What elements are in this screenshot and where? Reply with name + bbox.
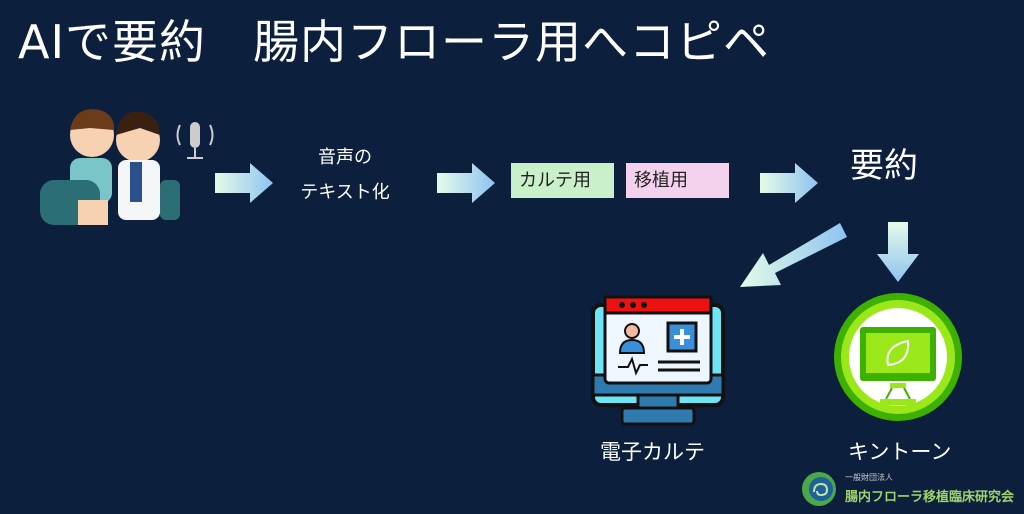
arrow-right-icon — [437, 163, 495, 203]
transplant-box: 移植用 — [626, 163, 729, 198]
transcription-line1: 音声の — [318, 147, 372, 168]
organization-logo-icon — [802, 472, 836, 506]
arrow-down-icon — [877, 222, 919, 282]
kintone-icon — [834, 293, 962, 421]
transcription-step: 音声の テキスト化 — [285, 140, 405, 210]
page-title: AIで要約 腸内フローラ用へコピペ — [18, 15, 771, 69]
kintone-label: キントーン — [848, 440, 952, 464]
logo-subtitle: 一般財団法人 — [845, 473, 893, 482]
logo-name: 腸内フローラ移植臨床研究会 — [845, 490, 1015, 505]
arrow-right-icon — [760, 163, 818, 203]
ehr-monitor-icon — [591, 295, 725, 426]
ehr-label: 電子カルテ — [600, 440, 705, 464]
summary-label: 要約 — [850, 146, 918, 186]
transcription-line2: テキスト化 — [300, 182, 390, 203]
doctor-patient-illustration — [40, 109, 214, 225]
arrow-right-icon — [215, 163, 273, 203]
arrow-diagonal-icon — [740, 223, 847, 287]
karte-box: カルテ用 — [511, 163, 614, 198]
